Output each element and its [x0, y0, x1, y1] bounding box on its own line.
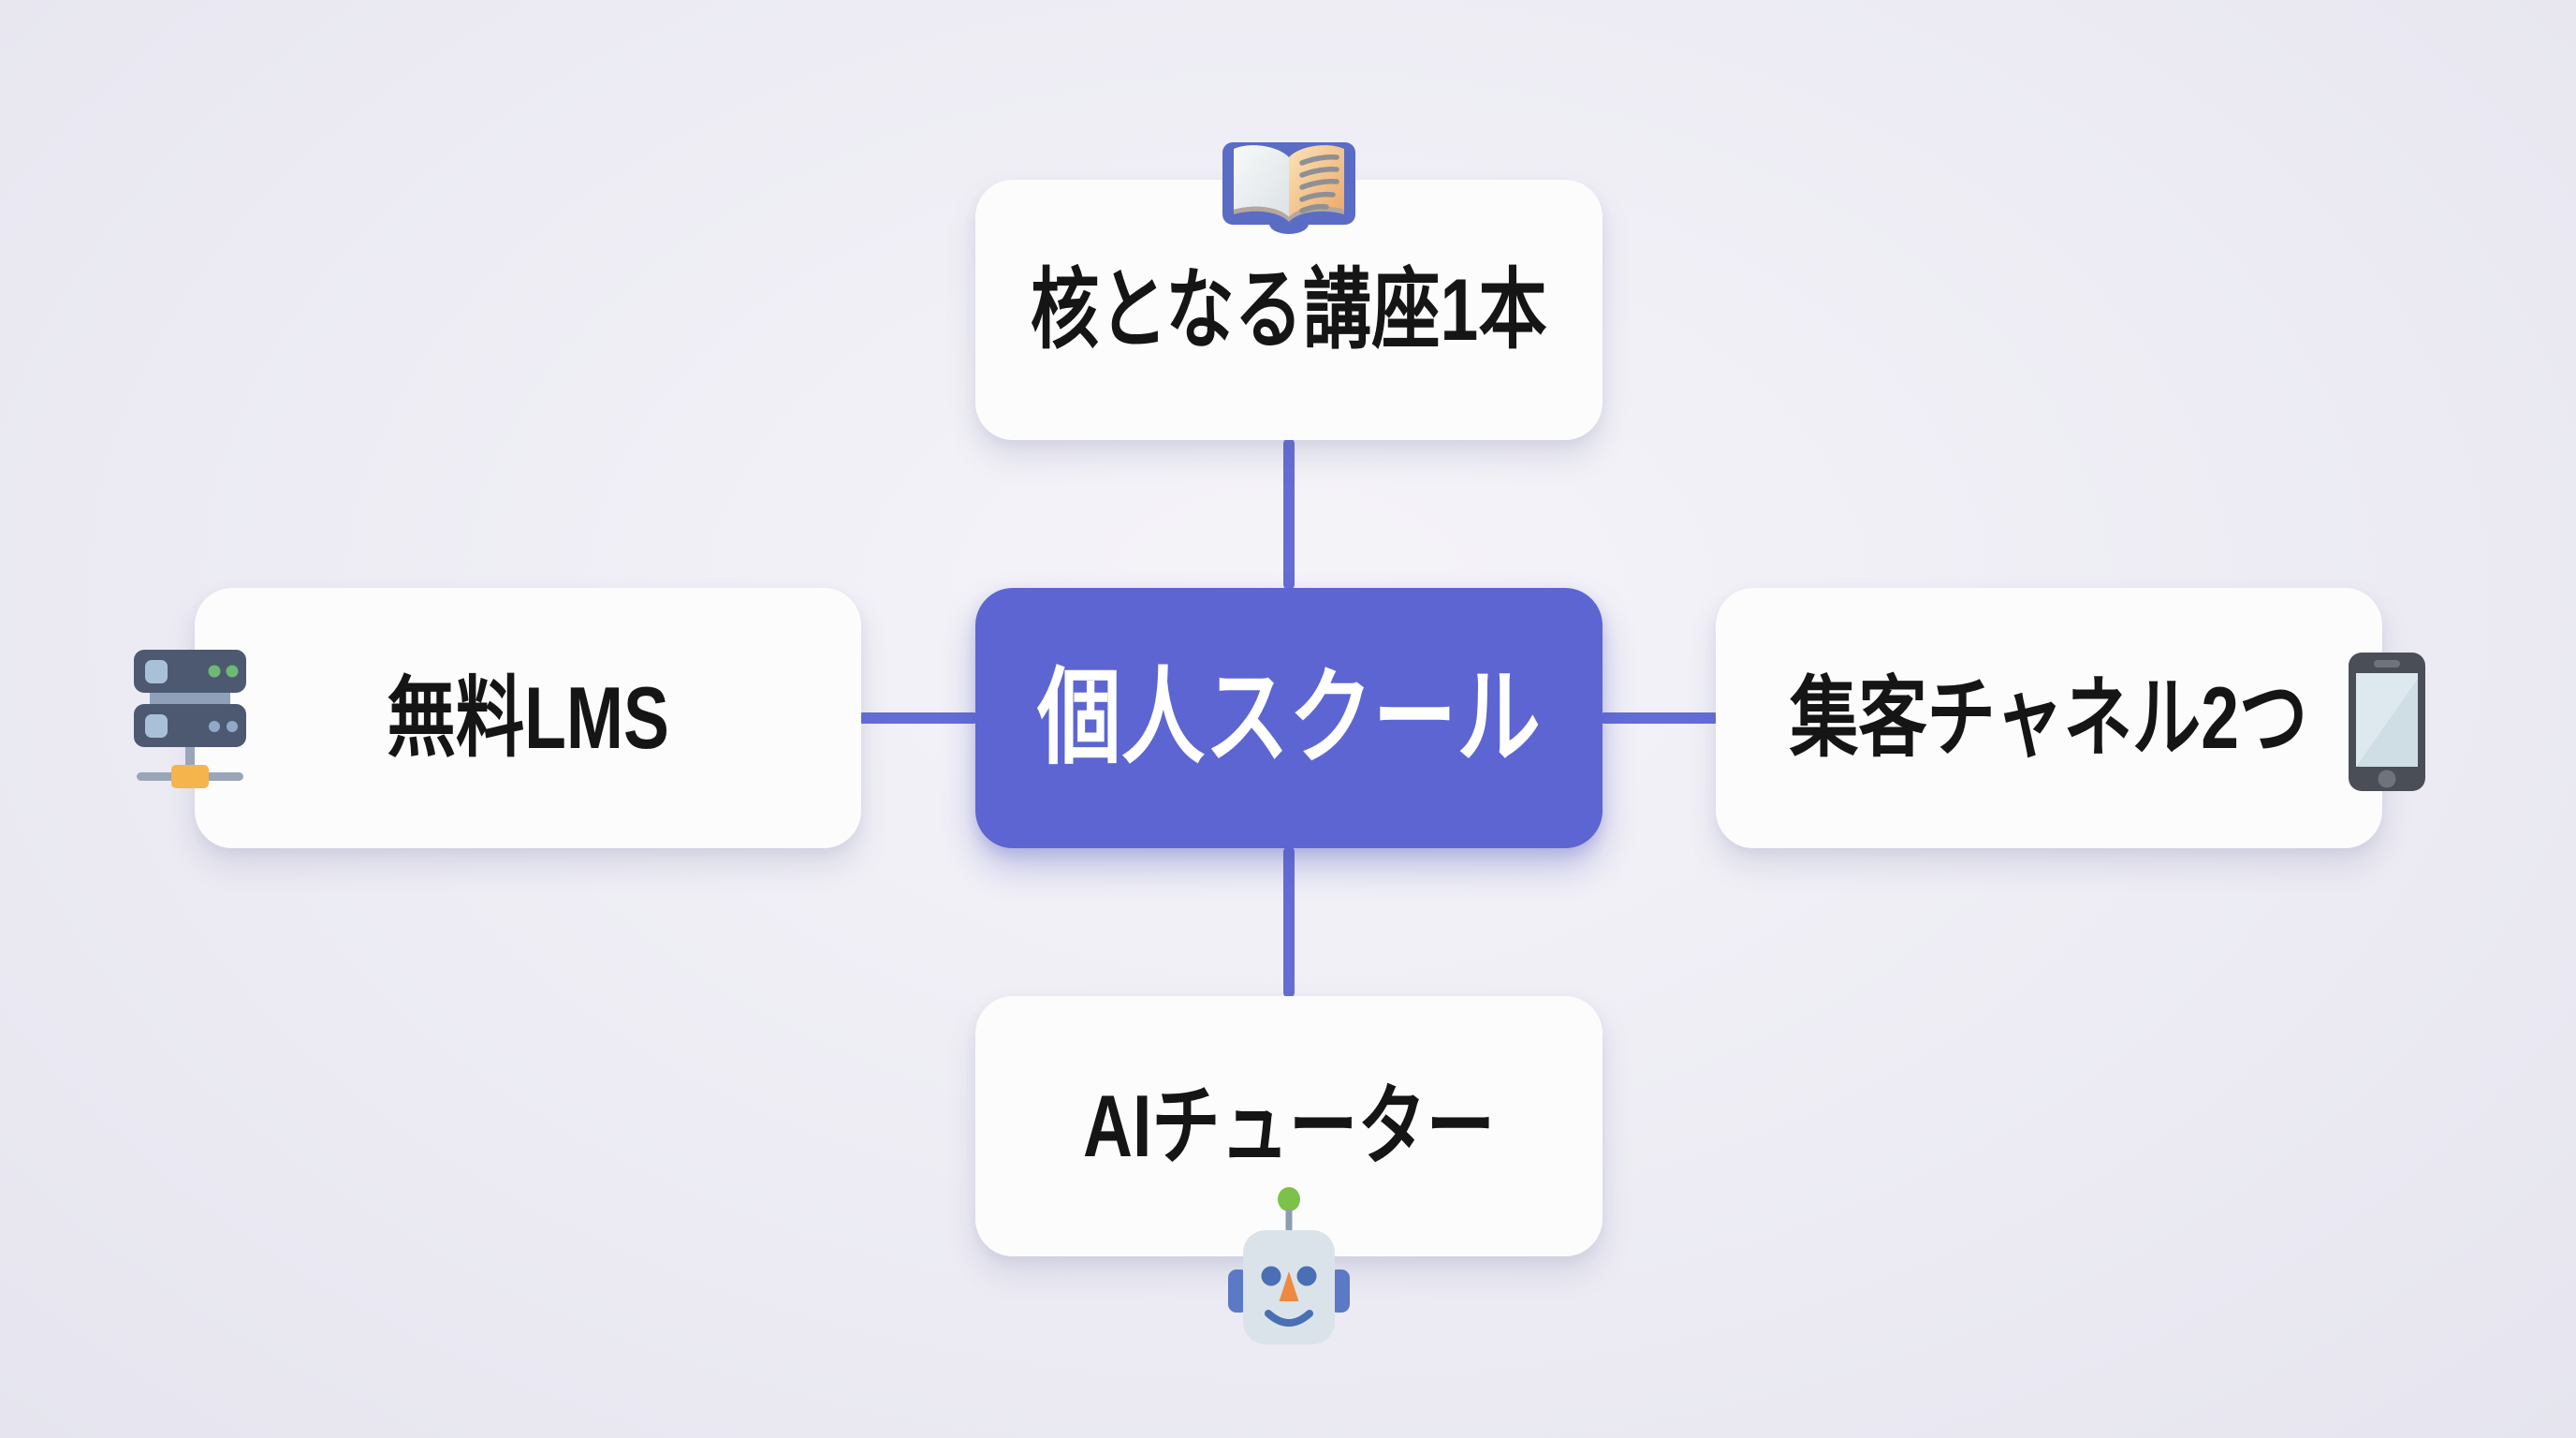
connector-hub-top: [1283, 438, 1295, 590]
node-marketing-channels: 集客チャネル2つ: [1716, 588, 2382, 848]
smartphone-icon: [2349, 653, 2425, 791]
node-center-hub: 個人スクール: [975, 588, 1603, 848]
server-icon: [134, 650, 246, 788]
connector-hub-left: [857, 712, 979, 724]
node-marketing-channels-label: 集客チャネル2つ: [1790, 668, 2308, 767]
node-free-lms-label: 無料LMS: [387, 668, 669, 767]
connector-hub-right: [1599, 712, 1720, 724]
node-core-course-label: 核となる講座1本: [1031, 260, 1547, 359]
node-free-lms: 無料LMS: [195, 588, 861, 848]
open-book-icon: [1222, 142, 1355, 234]
node-center-hub-label: 個人スクール: [1037, 659, 1541, 776]
robot-icon: [1228, 1187, 1350, 1344]
connector-hub-bottom: [1283, 846, 1295, 998]
node-ai-tutor-label: AIチューター: [1083, 1077, 1495, 1175]
